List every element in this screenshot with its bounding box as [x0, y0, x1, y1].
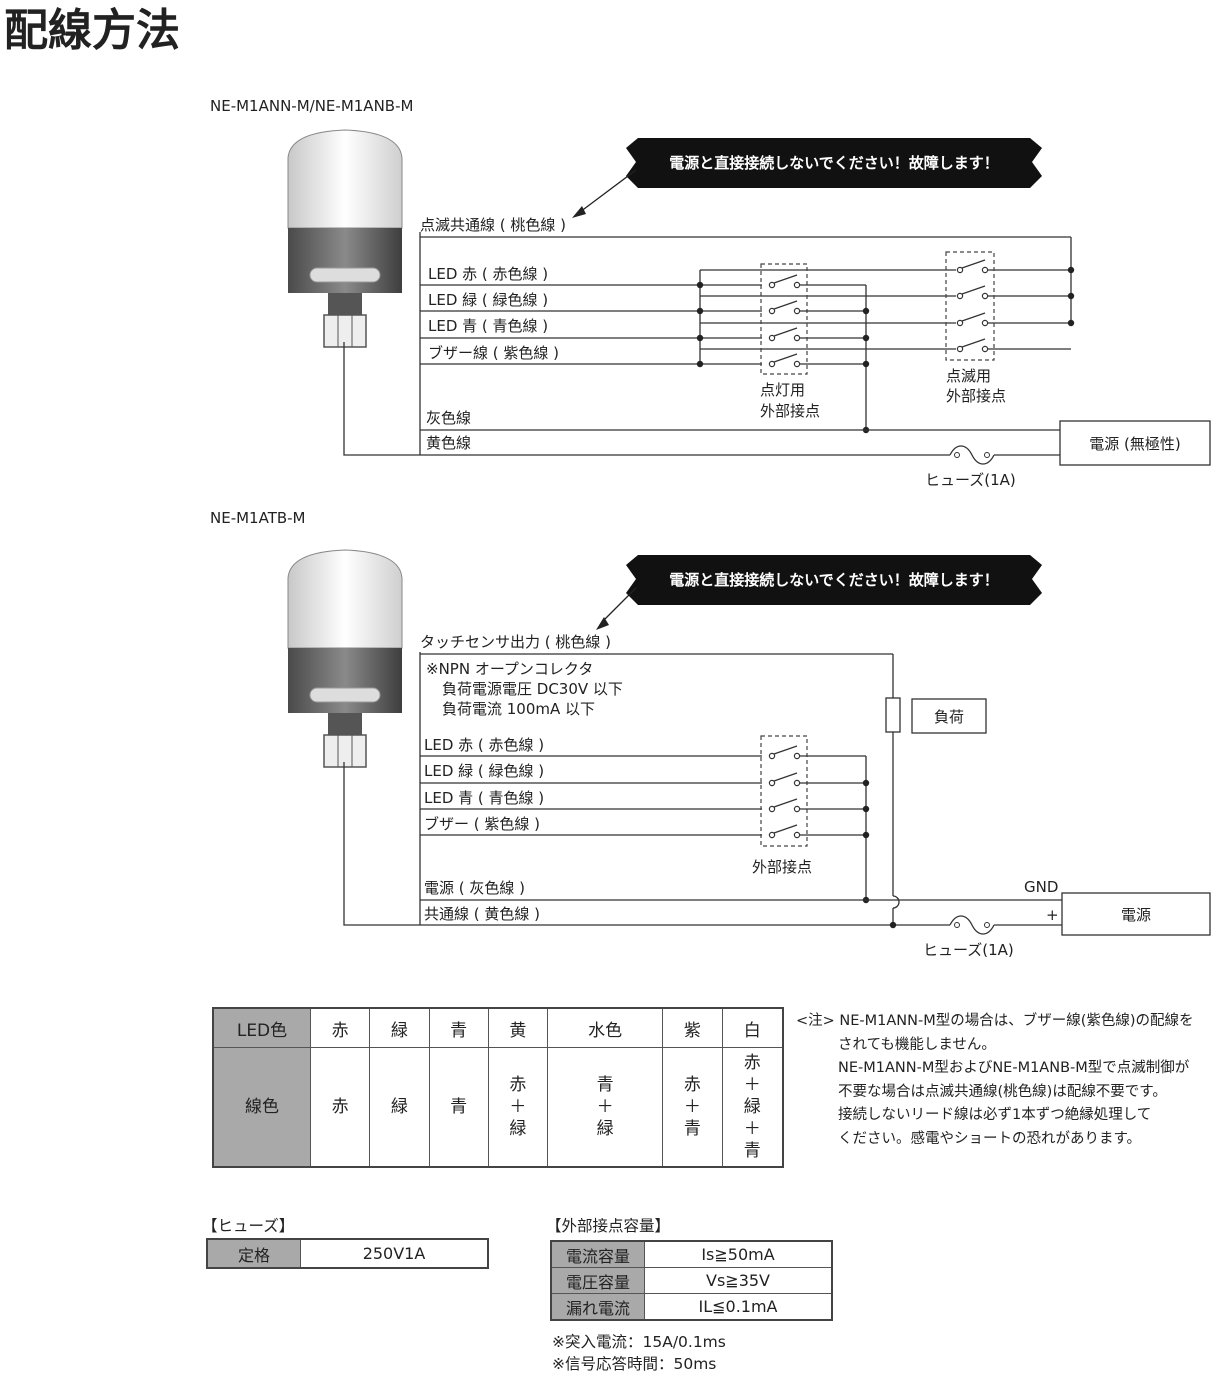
- contact-value: IL≦0.1mA: [644, 1293, 833, 1321]
- external-contact-box: [760, 735, 808, 847]
- wire-label-buzzer-2: ブザー ( 紫色線 ): [424, 815, 540, 833]
- gnd-label: GND: [1024, 878, 1058, 896]
- wire-color-header: 線色: [212, 1047, 311, 1168]
- load-resistor: [885, 697, 901, 733]
- wire-color-cell: 赤＋緑＋青: [721, 1047, 784, 1168]
- note-line: NE-M1ANN-M型およびNE-M1ANB-M型で点滅制御が: [838, 1060, 1190, 1077]
- npn-note-1: ※NPN オープンコレクタ: [426, 660, 593, 678]
- flash-contact-label-2: 外部接点: [946, 387, 1006, 405]
- page-title: 配線方法: [4, 5, 180, 56]
- fuse-heading: 【ヒューズ】: [202, 1217, 295, 1235]
- contact-key: 電圧容量: [550, 1267, 645, 1294]
- npn-note-2: 負荷電源電圧 DC30V 以下: [442, 680, 623, 698]
- led-color-cell: 緑: [369, 1007, 430, 1048]
- signal-tower-icon-1: [287, 129, 403, 348]
- wire-label-red-2: LED 赤 ( 赤色線 ): [424, 736, 544, 754]
- contact-key: 電流容量: [550, 1240, 645, 1268]
- contact-capacity-table: 電流容量 Is≧50mA 電圧容量 Vs≧35V 漏れ電流 IL≦0.1mA: [550, 1240, 833, 1321]
- diagram-1: NE-M1ANN-M/NE-M1ANB-M 電源と直接接続しないでください！故障…: [210, 97, 1211, 489]
- lighting-contact-label-2: 外部接点: [760, 402, 820, 420]
- signal-tower-icon-2: [287, 549, 403, 768]
- wire-label-blue-1: LED 青 ( 青色線 ): [428, 317, 548, 335]
- yellow-wire-label-1: 黄色線: [426, 434, 471, 452]
- warning-badge-1: 電源と直接接続しないでください！故障します！: [572, 138, 1042, 218]
- led-color-header: LED色: [212, 1007, 311, 1048]
- note-line: <注> NE-M1ANN-M型の場合は、ブザー線(紫色線)の配線を: [796, 1013, 1194, 1029]
- wire-label-green-1: LED 緑 ( 緑色線 ): [428, 291, 548, 309]
- warning-text-2: 電源と直接接続しないでください！故障します！: [669, 571, 999, 589]
- contact-heading: 【外部接点容量】: [546, 1217, 671, 1235]
- note-line: ください。感電やショートの恐れがあります。: [838, 1130, 1142, 1147]
- contact-value: Is≧50mA: [644, 1240, 833, 1268]
- led-color-cell: 青: [428, 1007, 489, 1048]
- wire-color-cell: 緑: [369, 1047, 430, 1168]
- power-label-1: 電源 (無極性): [1089, 435, 1180, 453]
- common-wire-label-1: 点滅共通線 ( 桃色線 ): [420, 216, 566, 234]
- fuse-key: 定格: [206, 1238, 301, 1269]
- footnote-response: ※信号応答時間：50ms: [552, 1355, 717, 1373]
- wiring-diagram: 配線方法 NE-M1ANN-M/NE-M1ANB-M 電源と直接接続しないでくだ…: [4, 5, 1211, 959]
- external-contact-label: 外部接点: [752, 858, 812, 876]
- model-label-2: NE-M1ATB-M: [210, 509, 306, 527]
- npn-note-3: 負荷電流 100mA 以下: [442, 700, 595, 718]
- led-color-cell: 白: [721, 1007, 784, 1048]
- wire-color-cell: 赤: [309, 1047, 371, 1168]
- flash-contact-box: [945, 251, 995, 361]
- lighting-contact-box: [760, 263, 808, 375]
- wire-label-green-2: LED 緑 ( 緑色線 ): [424, 762, 544, 780]
- fuse-table: 定格 250V1A: [206, 1238, 489, 1269]
- note-line: されても機能しません。: [838, 1036, 996, 1053]
- footnote-inrush: ※突入電流：15A/0.1ms: [552, 1333, 726, 1351]
- wire-label-red-1: LED 赤 ( 赤色線 ): [428, 265, 548, 283]
- fuse-label-1: ヒューズ(1A): [925, 471, 1016, 489]
- wire-color-cell: 青: [428, 1047, 489, 1168]
- fuse-label-2: ヒューズ(1A): [923, 941, 1014, 959]
- model-label-1: NE-M1ANN-M/NE-M1ANB-M: [210, 97, 413, 115]
- contact-value: Vs≧35V: [644, 1267, 833, 1294]
- warning-text-1: 電源と直接接続しないでください！故障します！: [669, 154, 999, 172]
- gray-wire-label-1: 灰色線: [426, 409, 471, 427]
- led-color-cell: 黄: [487, 1007, 549, 1048]
- led-color-cell: 紫: [662, 1007, 723, 1048]
- wire-label-blue-2: LED 青 ( 青色線 ): [424, 789, 544, 807]
- lighting-contact-label-1: 点灯用: [760, 381, 805, 399]
- led-color-cell: 赤: [309, 1007, 371, 1048]
- load-label: 負荷: [934, 708, 964, 726]
- common-wire-label-2: 共通線 ( 黄色線 ): [424, 905, 540, 923]
- sensor-output-label: タッチセンサ出力 ( 桃色線 ): [420, 633, 611, 651]
- diagram-2: NE-M1ATB-M 電源と直接接続しないでください！故障します！ タッチセンサ…: [210, 509, 1211, 959]
- wire-color-cell: 赤＋緑: [487, 1047, 549, 1168]
- fuse-value: 250V1A: [300, 1238, 489, 1269]
- led-color-table: LED色 赤 緑 青 黄 水色 紫 白 線色 赤 緑 青 赤＋緑 青＋緑 赤＋青…: [212, 1007, 784, 1168]
- wire-color-cell: 青＋緑: [547, 1047, 664, 1168]
- wire-label-buzzer-1: ブザー線 ( 紫色線 ): [428, 344, 559, 362]
- plus-label: +: [1046, 906, 1059, 924]
- warning-badge-2: 電源と直接接続しないでください！故障します！: [596, 555, 1042, 630]
- power-box-2: [1061, 892, 1211, 936]
- led-color-cell: 水色: [547, 1007, 664, 1048]
- power-wire-label-2: 電源 ( 灰色線 ): [424, 879, 525, 897]
- note-line: 不要な場合は点滅共通線(桃色線)は配線不要です。: [838, 1083, 1167, 1100]
- load-box: [911, 698, 987, 734]
- power-label-2: 電源: [1121, 906, 1151, 924]
- contact-key: 漏れ電流: [550, 1293, 645, 1321]
- flash-contact-label-1: 点滅用: [946, 367, 991, 385]
- wire-color-cell: 赤＋青: [662, 1047, 723, 1168]
- wiring-note: <注> NE-M1ANN-M型の場合は、ブザー線(紫色線)の配線を されても機能…: [796, 1010, 1210, 1152]
- power-box-1: [1059, 420, 1211, 466]
- note-line: 接続しないリード線は必ず1本ずつ絶縁処理して: [838, 1107, 1152, 1124]
